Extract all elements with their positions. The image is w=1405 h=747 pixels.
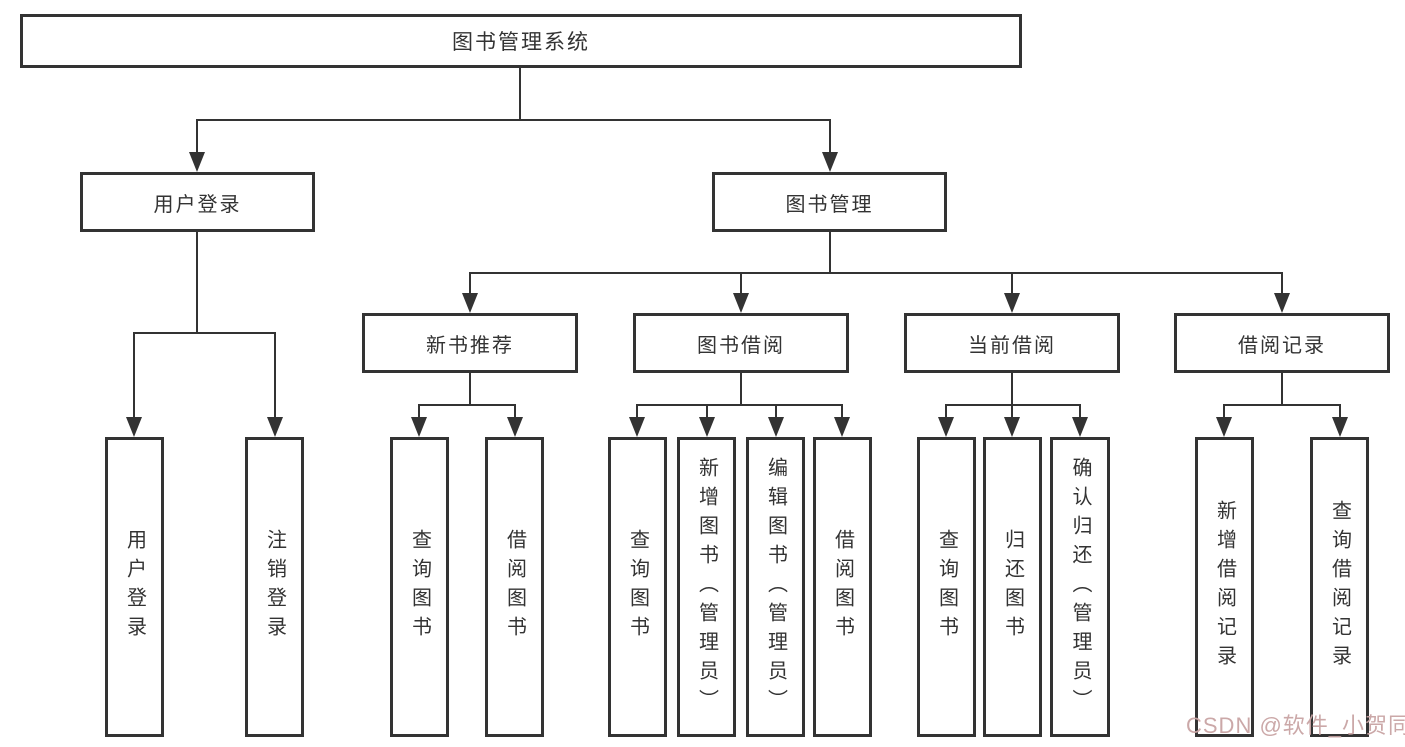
node-label: 查询图书	[935, 529, 958, 645]
node-label: 图书管理	[785, 193, 874, 216]
node-label: 借阅图书	[503, 529, 526, 645]
node-current-borrow: 当前借阅	[904, 313, 1120, 373]
leaf-user-login: 用户登录	[105, 437, 164, 737]
node-label: 查询图书	[408, 529, 431, 645]
leaf-edit-books-admin: 编辑图书（管理员）	[746, 437, 805, 737]
node-label: 借阅图书	[831, 529, 854, 645]
node-root-library-system: 图书管理系统	[20, 14, 1022, 68]
node-book-borrow: 图书借阅	[633, 313, 849, 373]
leaf-borrow-query-books: 查询图书	[608, 437, 667, 737]
leaf-confirm-return-admin: 确认归还（管理员）	[1050, 437, 1110, 737]
node-label: 查询图书	[626, 529, 649, 645]
csdn-watermark: CSDN @软件_小贺同学	[1186, 713, 1405, 738]
node-label: 用户登录	[153, 193, 242, 216]
node-new-book-recommend: 新书推荐	[362, 313, 578, 373]
leaf-recommend-query-books: 查询图书	[390, 437, 449, 737]
node-label: 图书管理系统	[452, 31, 590, 54]
node-book-management: 图书管理	[712, 172, 947, 232]
node-label: 新增图书（管理员）	[695, 456, 718, 718]
node-label: 编辑图书（管理员）	[764, 456, 787, 718]
node-label: 用户登录	[123, 529, 146, 645]
node-label: 图书借阅	[697, 334, 785, 357]
leaf-current-query-books: 查询图书	[917, 437, 976, 737]
node-label: 新增借阅记录	[1213, 500, 1236, 674]
node-label: 当前借阅	[968, 334, 1056, 357]
leaf-add-books-admin: 新增图书（管理员）	[677, 437, 736, 737]
node-label: 注销登录	[263, 529, 286, 645]
leaf-add-borrow-record: 新增借阅记录	[1195, 437, 1254, 737]
arrowheads	[126, 152, 1348, 437]
leaf-query-borrow-record: 查询借阅记录	[1310, 437, 1369, 737]
node-borrow-records: 借阅记录	[1174, 313, 1390, 373]
leaf-recommend-borrow-books: 借阅图书	[485, 437, 544, 737]
node-label: 借阅记录	[1238, 334, 1326, 357]
leaf-return-books: 归还图书	[983, 437, 1042, 737]
node-label: 查询借阅记录	[1328, 500, 1351, 674]
leaf-borrow-books: 借阅图书	[813, 437, 872, 737]
node-label: 新书推荐	[426, 334, 514, 357]
node-user-login: 用户登录	[80, 172, 315, 232]
node-label: 确认归还（管理员）	[1069, 456, 1091, 718]
leaf-logout: 注销登录	[245, 437, 304, 737]
node-label: 归还图书	[1001, 529, 1024, 645]
